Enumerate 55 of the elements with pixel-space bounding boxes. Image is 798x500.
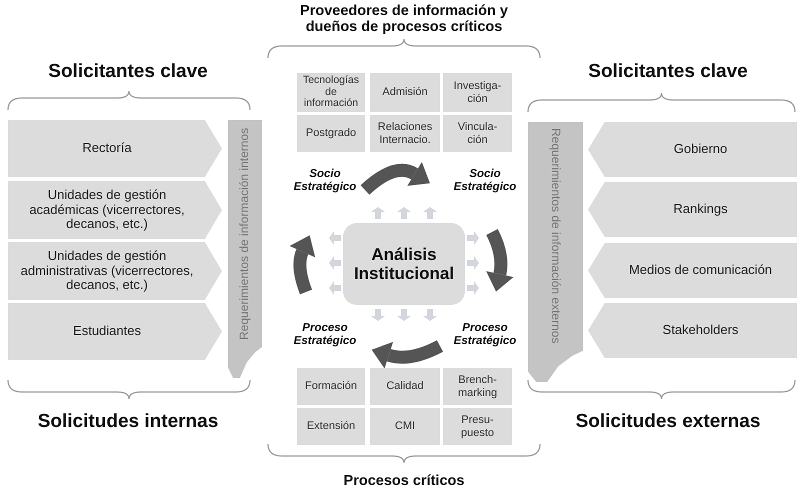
node-label: Análisis Institucional (352, 244, 456, 284)
process-cell (370, 73, 440, 112)
process-cell (443, 408, 512, 445)
arrow-caption: Socio Estratégico (452, 168, 518, 194)
node-label: Presu- puesto (460, 414, 496, 439)
band (528, 122, 583, 382)
process-cell (297, 115, 365, 152)
node-label: Unidades de gestión académicas (vicerrectores, decanos, etc.) (28, 188, 186, 232)
node-label: Calidad (386, 380, 424, 393)
node-label: Formación (305, 380, 357, 393)
process-cell (443, 115, 512, 152)
chevron-box (8, 242, 222, 300)
chevron-box (588, 243, 797, 298)
node-label: Estudiantes (73, 324, 141, 339)
chevron-box (588, 303, 797, 358)
node-label: Admisión (382, 86, 428, 99)
node-label: Tecnologías de información (302, 74, 360, 110)
section-heading: Solicitudes externas (574, 412, 762, 433)
section-heading: Solicitantes clave (587, 62, 749, 83)
section-heading: Proveedores de información y dueños de procesos críticos (299, 4, 509, 36)
chevron-box (8, 181, 222, 239)
chevron-box (8, 120, 222, 177)
chevron-box (8, 303, 222, 360)
arrow-caption: Proceso Estratégico (452, 322, 518, 348)
chevron-box (588, 182, 797, 237)
process-cell (297, 368, 365, 405)
node-label: Vincula- ción (456, 121, 498, 146)
node-label: Relaciones Internacio. (376, 121, 434, 146)
process-cell (443, 73, 512, 112)
node-label: Extensión (306, 420, 356, 433)
arrow-caption: Socio Estratégico (292, 168, 358, 194)
chevron-box (588, 122, 797, 177)
process-cell (297, 408, 365, 445)
section-heading: Solicitantes clave (47, 62, 209, 83)
node-label: Rankings (673, 202, 728, 217)
node-label: Unidades de gestión administrativas (vicerrectores, decanos, etc.) (20, 249, 194, 293)
process-cell (443, 368, 512, 405)
band (228, 120, 262, 378)
process-cell (370, 115, 440, 152)
process-cell (370, 408, 440, 445)
node-label: Medios de comunicación (628, 263, 772, 278)
node-label: Rectoría (82, 141, 132, 156)
node-label: Requerimientos de información externos (548, 127, 562, 346)
node-label: CMI (394, 420, 416, 433)
node-label: Postgrado (306, 127, 356, 140)
section-heading: Procesos críticos (342, 474, 466, 490)
arrow-caption: Proceso Estratégico (292, 322, 358, 348)
node-label: Gobierno (674, 142, 728, 157)
node-label: Investiga- ción (452, 80, 502, 105)
section-heading: Solicitudes internas (36, 412, 220, 433)
center-box (343, 223, 465, 305)
node-label: Requerimientos de información internos (238, 126, 252, 342)
node-label: Stakeholders (662, 323, 738, 338)
process-cell (370, 368, 440, 405)
node-label: Brench- marking (456, 374, 498, 399)
